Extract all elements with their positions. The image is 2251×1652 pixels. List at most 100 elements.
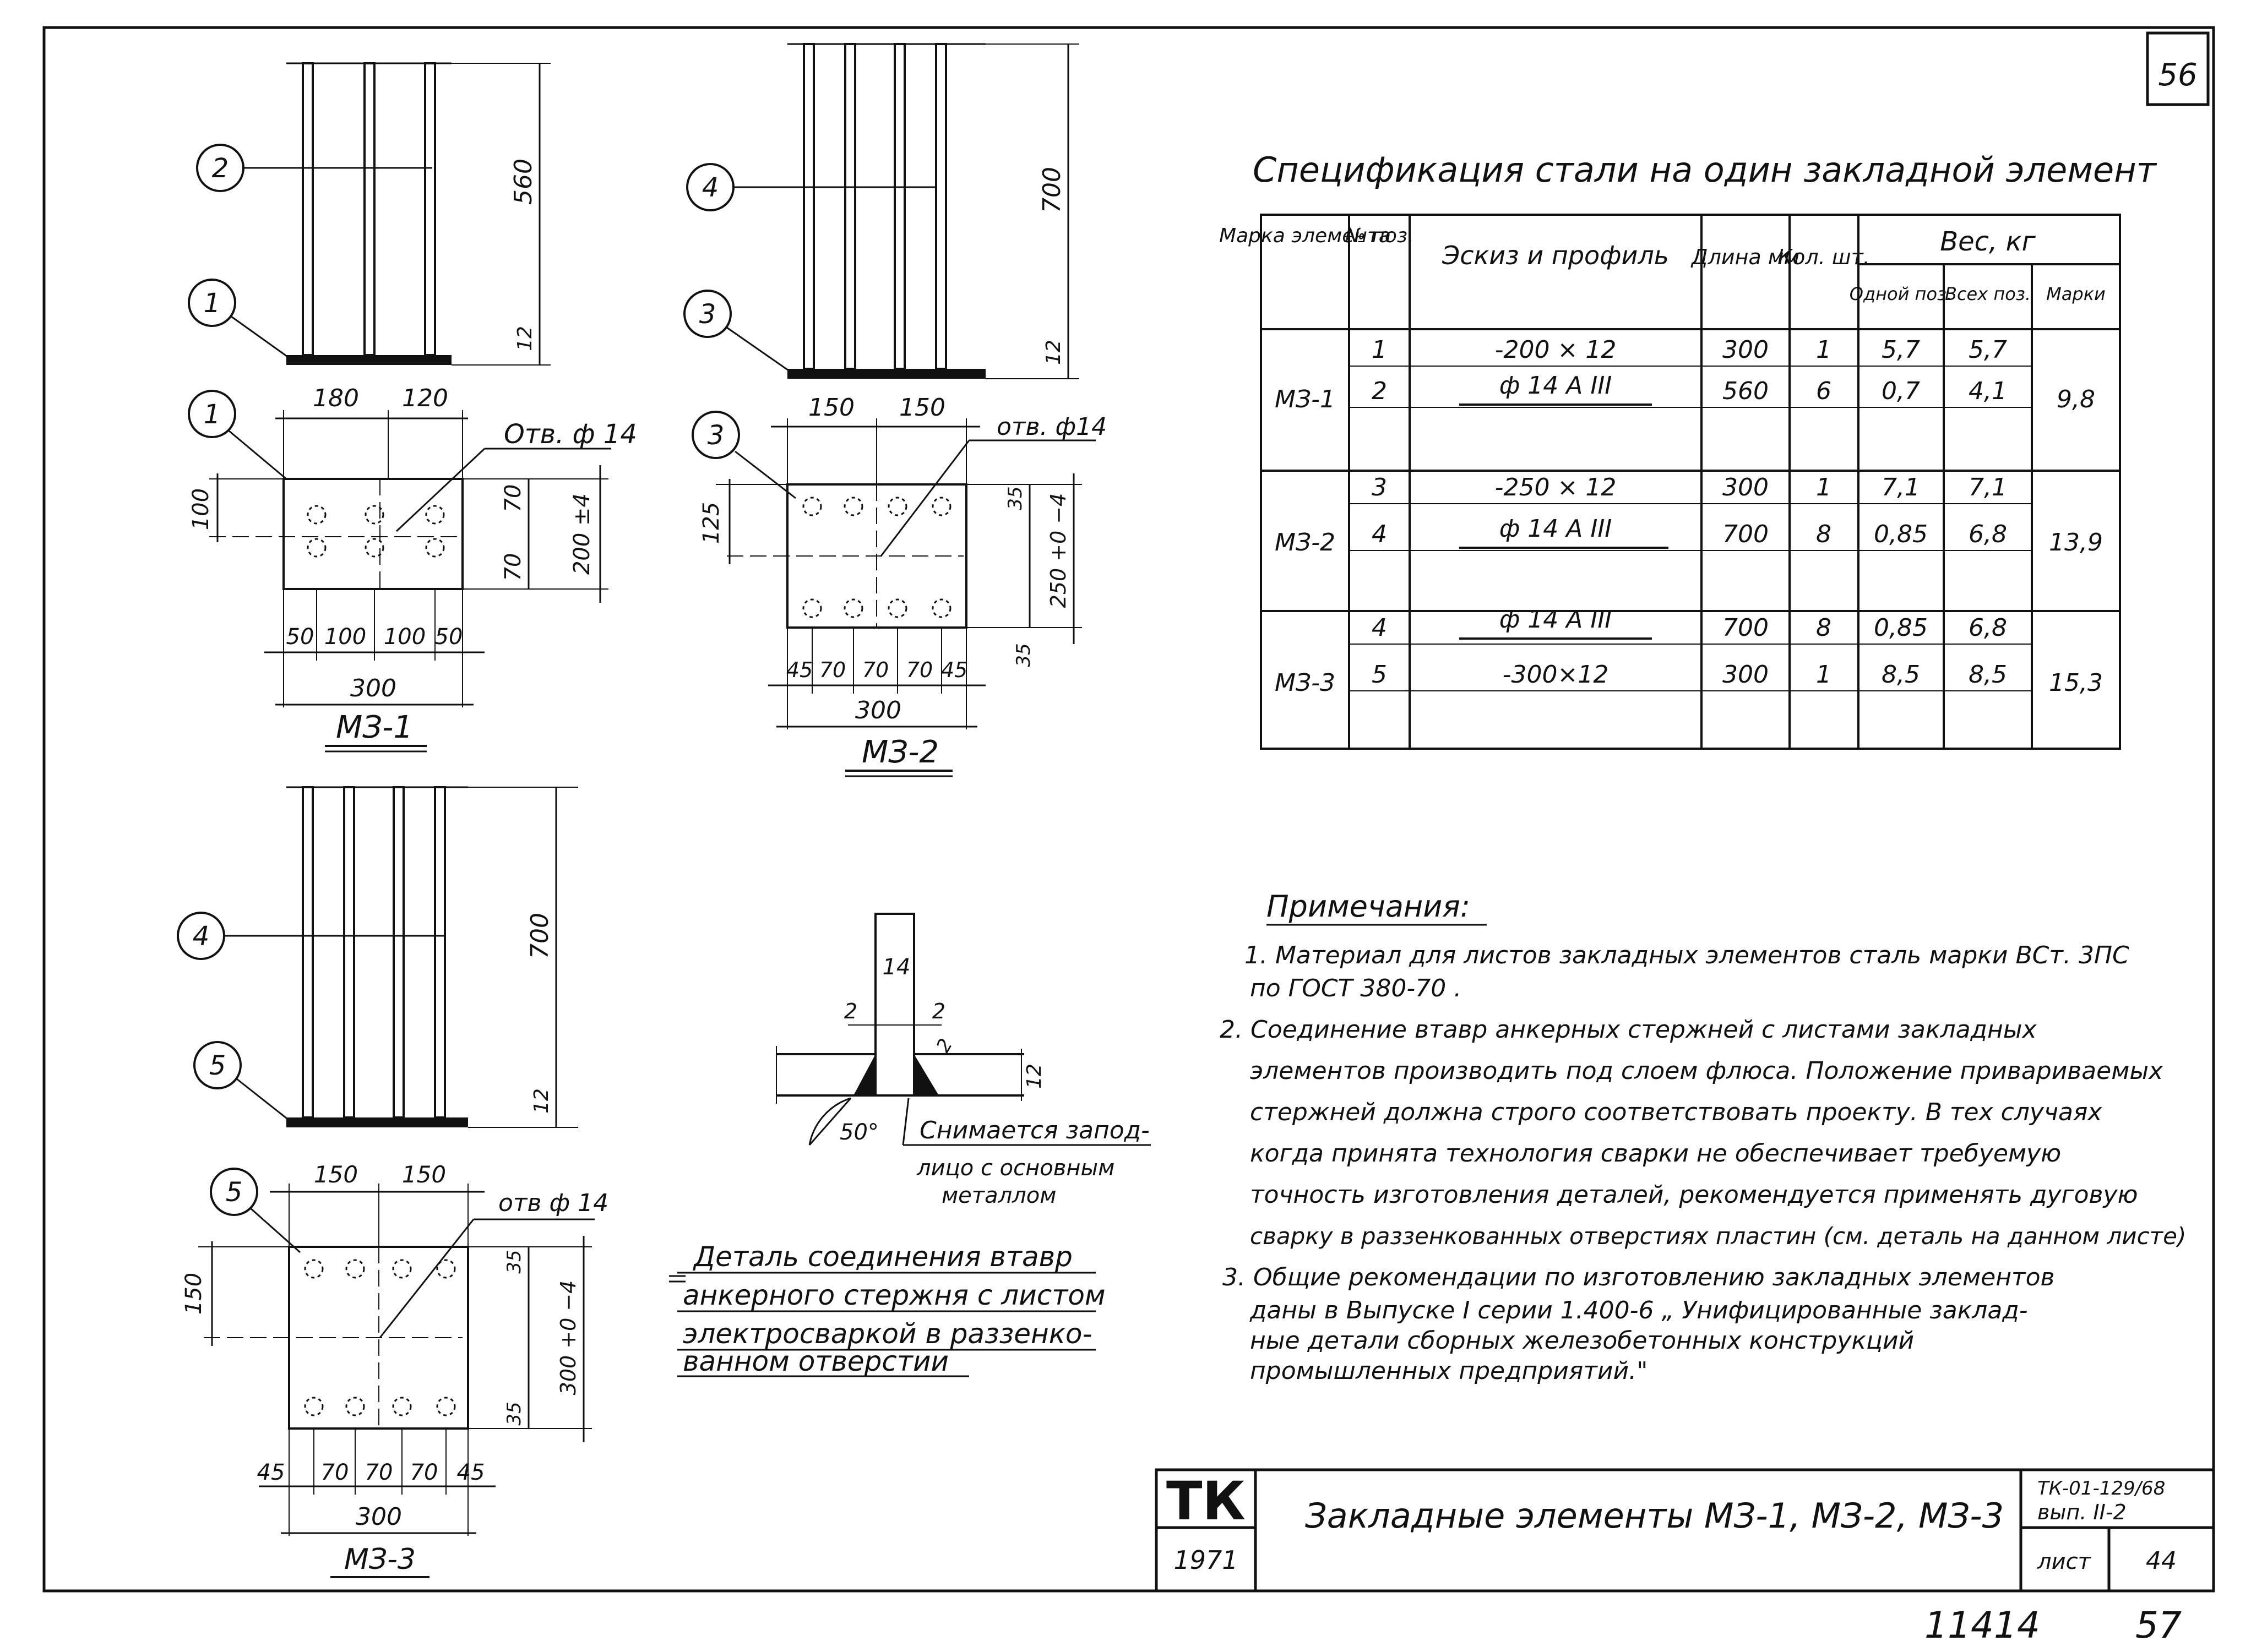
m3-3-top-dim: 150 <box>314 1161 358 1188</box>
balloon <box>683 290 732 338</box>
group-mark: МЗ-2 <box>1275 528 1335 557</box>
balloon <box>210 1168 258 1216</box>
note-line: 2. Соединение втавр анкерных стержней с … <box>1220 1016 2037 1044</box>
note-line: точность изготовления деталей, рекоменду… <box>1250 1181 2138 1209</box>
archive-number: 11414 <box>1924 1604 2040 1646</box>
detail-dim: 14 <box>883 955 911 980</box>
cell-qty: 1 <box>1816 473 1831 501</box>
cell-sketch: ф 14 A III <box>1499 515 1612 543</box>
sheet-number: 56 <box>2158 57 2197 93</box>
cell-pos: 2 <box>1372 377 1387 405</box>
m3-1-bottom-dim: 50 <box>286 624 314 650</box>
m3-2-label: МЗ-2 <box>862 734 939 770</box>
m3-3-elev-dim: 700 <box>526 913 554 959</box>
m3-2-overall-h: 300 <box>855 696 901 724</box>
detail-caption: ванном отверстии <box>683 1345 949 1377</box>
group-mark: МЗ-3 <box>1275 669 1335 697</box>
m3-1-top-dim: 120 <box>402 384 448 412</box>
m3-3-elev-dim: 12 <box>530 1088 553 1114</box>
header-mark: Марка элемента <box>1219 225 1391 247</box>
table-row: 5 -300×12 300 1 8,5 8,5 <box>1372 661 2007 689</box>
m3-2-elev-dim: 12 <box>1042 340 1065 365</box>
cell-sketch: -200 × 12 <box>1495 336 1617 364</box>
m3-2-top-dim: 150 <box>899 394 945 422</box>
note-line: по ГОСТ 380-70 . <box>1250 974 1461 1002</box>
table-row: 4 ф 14 A III 700 8 0,85 6,8 <box>1372 515 2007 549</box>
balloon-label: 4 <box>702 172 719 203</box>
cell-all: 5,7 <box>1969 336 2007 364</box>
m3-3-right-dim: 35 <box>503 1250 525 1273</box>
cell-qty: 1 <box>1816 661 1831 689</box>
m3-3-top-dim: 150 <box>402 1161 446 1188</box>
m3-3-overall-h: 300 <box>356 1503 402 1531</box>
m3-1-right-dim: 70 <box>501 484 526 512</box>
cell-one: 0,7 <box>1882 377 1920 405</box>
cell-all: 8,5 <box>1969 661 2007 689</box>
cell-qty: 1 <box>1816 336 1831 364</box>
cell-qty: 8 <box>1816 520 1831 548</box>
table-row: 3 -250 × 12 300 1 7,1 7,1 <box>1372 473 2007 501</box>
drawing-m3-1: 560 12 2 1 Отв. ф 14 1 <box>188 62 637 753</box>
header-all: Всех поз. <box>1945 283 2031 304</box>
detail-note: металлом <box>942 1183 1056 1208</box>
balloon <box>692 411 740 459</box>
m3-2-right-dim: 35 <box>1013 643 1035 667</box>
note-line: 1. Материал для листов закладных элемент… <box>1244 941 2129 969</box>
note-line: промышленных предприятий." <box>1250 1357 1648 1385</box>
cell-sketch: -300×12 <box>1503 661 1609 689</box>
m3-2-right-dim: 35 <box>1004 486 1026 510</box>
detail-dim: 12 <box>1023 1064 1046 1089</box>
cell-all: 6,8 <box>1969 520 2007 548</box>
m3-3-overall-v: 300 +0 −4 <box>556 1280 580 1395</box>
m3-2-top-dim: 150 <box>808 394 855 422</box>
m3-1-right-dim: 70 <box>501 553 526 581</box>
balloon-label: 4 <box>193 921 210 952</box>
table-row: 2 ф 14 A III 560 6 0,7 4,1 <box>1372 372 2007 406</box>
sheet-number-box: 56 <box>2146 31 2210 106</box>
cell-all: 4,1 <box>1969 377 2007 405</box>
title-block: ТК 1971 Закладные элементы МЗ-1, МЗ-2, М… <box>1155 1468 2215 1593</box>
page-number: 57 <box>2135 1604 2182 1646</box>
detail-dim: 2 <box>844 999 857 1023</box>
m3-1-plan: Отв. ф 14 1 180 120 100 70 70 200 ±4 <box>188 384 637 753</box>
m3-1-bottom-dim: 100 <box>324 624 366 650</box>
balloon-label: 1 <box>204 288 221 319</box>
cell-one: 5,7 <box>1882 336 1920 364</box>
weld-fill-right <box>914 1054 939 1095</box>
m3-2-bottom-dim: 45 <box>786 658 813 682</box>
title-year: 1971 <box>1173 1545 1238 1575</box>
spec-header: Марка элемента № поз. Эскиз и профиль Дл… <box>1219 225 2106 304</box>
spec-table: Спецификация стали на один закладной эле… <box>1219 150 2157 750</box>
balloon-label: 3 <box>699 299 716 330</box>
header-sketch: Эскиз и профиль <box>1442 241 1669 270</box>
m3-1-bottom-dim: 100 <box>384 624 426 650</box>
detail-note: Снимается запод- <box>920 1116 1150 1144</box>
group-mark: МЗ-1 <box>1275 385 1335 413</box>
detail-angle: 50° <box>840 1120 879 1145</box>
title-sheet-label: лист <box>2037 1549 2092 1574</box>
title-text: Закладные элементы МЗ-1, МЗ-2, МЗ-3 <box>1305 1496 2004 1536</box>
header-one: Одной поз. <box>1850 283 1952 304</box>
cell-length: 700 <box>1722 614 1769 642</box>
cell-length: 300 <box>1722 661 1769 689</box>
m3-1-overall-v: 200 ±4 <box>569 493 595 575</box>
spec-title: Спецификация стали на один закладной эле… <box>1253 150 2157 190</box>
m3-2-elev-dim: 700 <box>1038 167 1066 213</box>
note-line: элементов производить под слоем флюса. П… <box>1250 1057 2163 1085</box>
cell-all: 6,8 <box>1969 614 2007 642</box>
m3-3-plan: отв ф 14 5 150 150 150 35 35 300 +0 −4 <box>181 1161 608 1578</box>
note-line: когда принята технология сварки не обесп… <box>1250 1140 2061 1168</box>
cell-length: 300 <box>1722 336 1769 364</box>
org-logo: ТК <box>1166 1470 1246 1532</box>
m3-3-bottom-dim: 45 <box>457 1460 485 1485</box>
cell-pos: 4 <box>1372 614 1387 642</box>
balloon <box>193 1041 242 1089</box>
spec-group-m3-3: МЗ-3 15,3 4 ф 14 A III 700 8 0,85 6,8 5 … <box>1275 606 2103 697</box>
m3-3-elevation: 700 12 4 5 <box>177 786 578 1128</box>
weld-fill-left <box>853 1054 876 1095</box>
m3-3-right-dim: 35 <box>503 1402 525 1425</box>
header-length: Длина мм <box>1690 245 1799 269</box>
cell-sketch: ф 14 A III <box>1499 606 1612 634</box>
cell-one: 0,85 <box>1874 614 1928 642</box>
cell-sketch: ф 14 A III <box>1499 372 1612 400</box>
